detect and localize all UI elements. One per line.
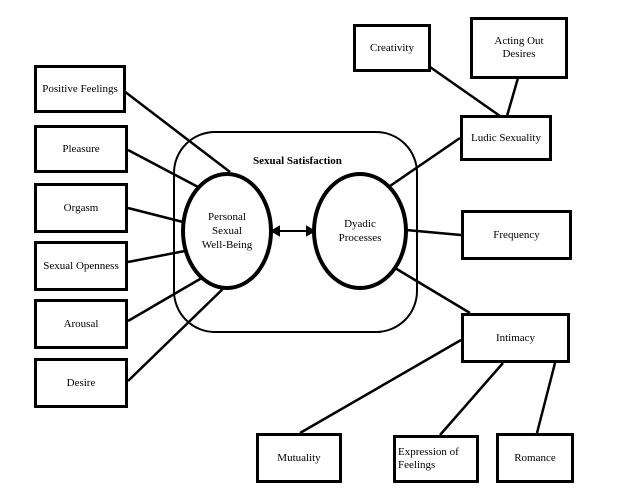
factor-label: Orgasm [63, 201, 99, 214]
factor-label: Romance [514, 451, 556, 464]
factor-label: Expression of Feelings [398, 446, 459, 471]
personal-sexual-well-being-label: Personal Sexual Well-Being [201, 211, 253, 251]
factor-label: Mutuality [277, 451, 321, 464]
line-acting-out [505, 77, 520, 117]
factor-expression-of-feelings: Expression of Feelings [393, 435, 479, 483]
factor-label: Arousal [63, 317, 99, 330]
factor-intimacy: Intimacy [461, 313, 570, 363]
personal-sexual-well-being-node: Personal Sexual Well-Being [181, 172, 273, 290]
bidirectional-arrow [269, 225, 317, 237]
line-intimacy-center [394, 266, 471, 315]
line-arousal [127, 270, 213, 323]
sexual-satisfaction-container [173, 131, 418, 333]
line-pleasure [127, 148, 201, 190]
factor-label: Intimacy [495, 331, 536, 344]
factor-romance: Romance [496, 433, 574, 483]
factor-label: Positive Feelings [42, 82, 118, 95]
line-creativity [419, 58, 501, 118]
sexual-satisfaction-title: Sexual Satisfaction [253, 155, 342, 167]
factor-acting-out-desires: Acting Out Desires [470, 17, 568, 79]
factor-mutuality: Mutuality [256, 433, 342, 483]
dyadic-processes-node: Dyadic Processes [312, 172, 408, 290]
factor-pleasure: Pleasure [34, 125, 128, 173]
factor-label: Pleasure [62, 142, 100, 155]
factor-desire: Desire [34, 358, 128, 408]
line-sexual-openness [127, 248, 191, 264]
factor-label: Frequency [493, 228, 540, 241]
factor-label: Sexual Openness [43, 259, 119, 272]
factor-label: Desire [66, 376, 96, 389]
dyadic-processes-label: Dyadic Processes [338, 218, 382, 244]
factor-label: Creativity [370, 41, 414, 54]
line-expression [439, 362, 504, 436]
line-ludic-center [389, 136, 461, 188]
factor-orgasm: Orgasm [34, 183, 128, 233]
factor-label: Acting Out Desires [494, 35, 544, 60]
factor-ludic-sexuality: Ludic Sexuality [460, 115, 552, 161]
factor-positive-feelings: Positive Feelings [34, 65, 126, 113]
line-frequency [405, 228, 462, 237]
line-mutuality [299, 338, 462, 435]
factor-label: Ludic Sexuality [471, 131, 541, 144]
factor-creativity: Creativity [353, 24, 431, 72]
line-romance [535, 362, 557, 434]
factor-arousal: Arousal [34, 299, 128, 349]
factor-frequency: Frequency [461, 210, 572, 260]
factor-sexual-openness: Sexual Openness [34, 241, 128, 291]
